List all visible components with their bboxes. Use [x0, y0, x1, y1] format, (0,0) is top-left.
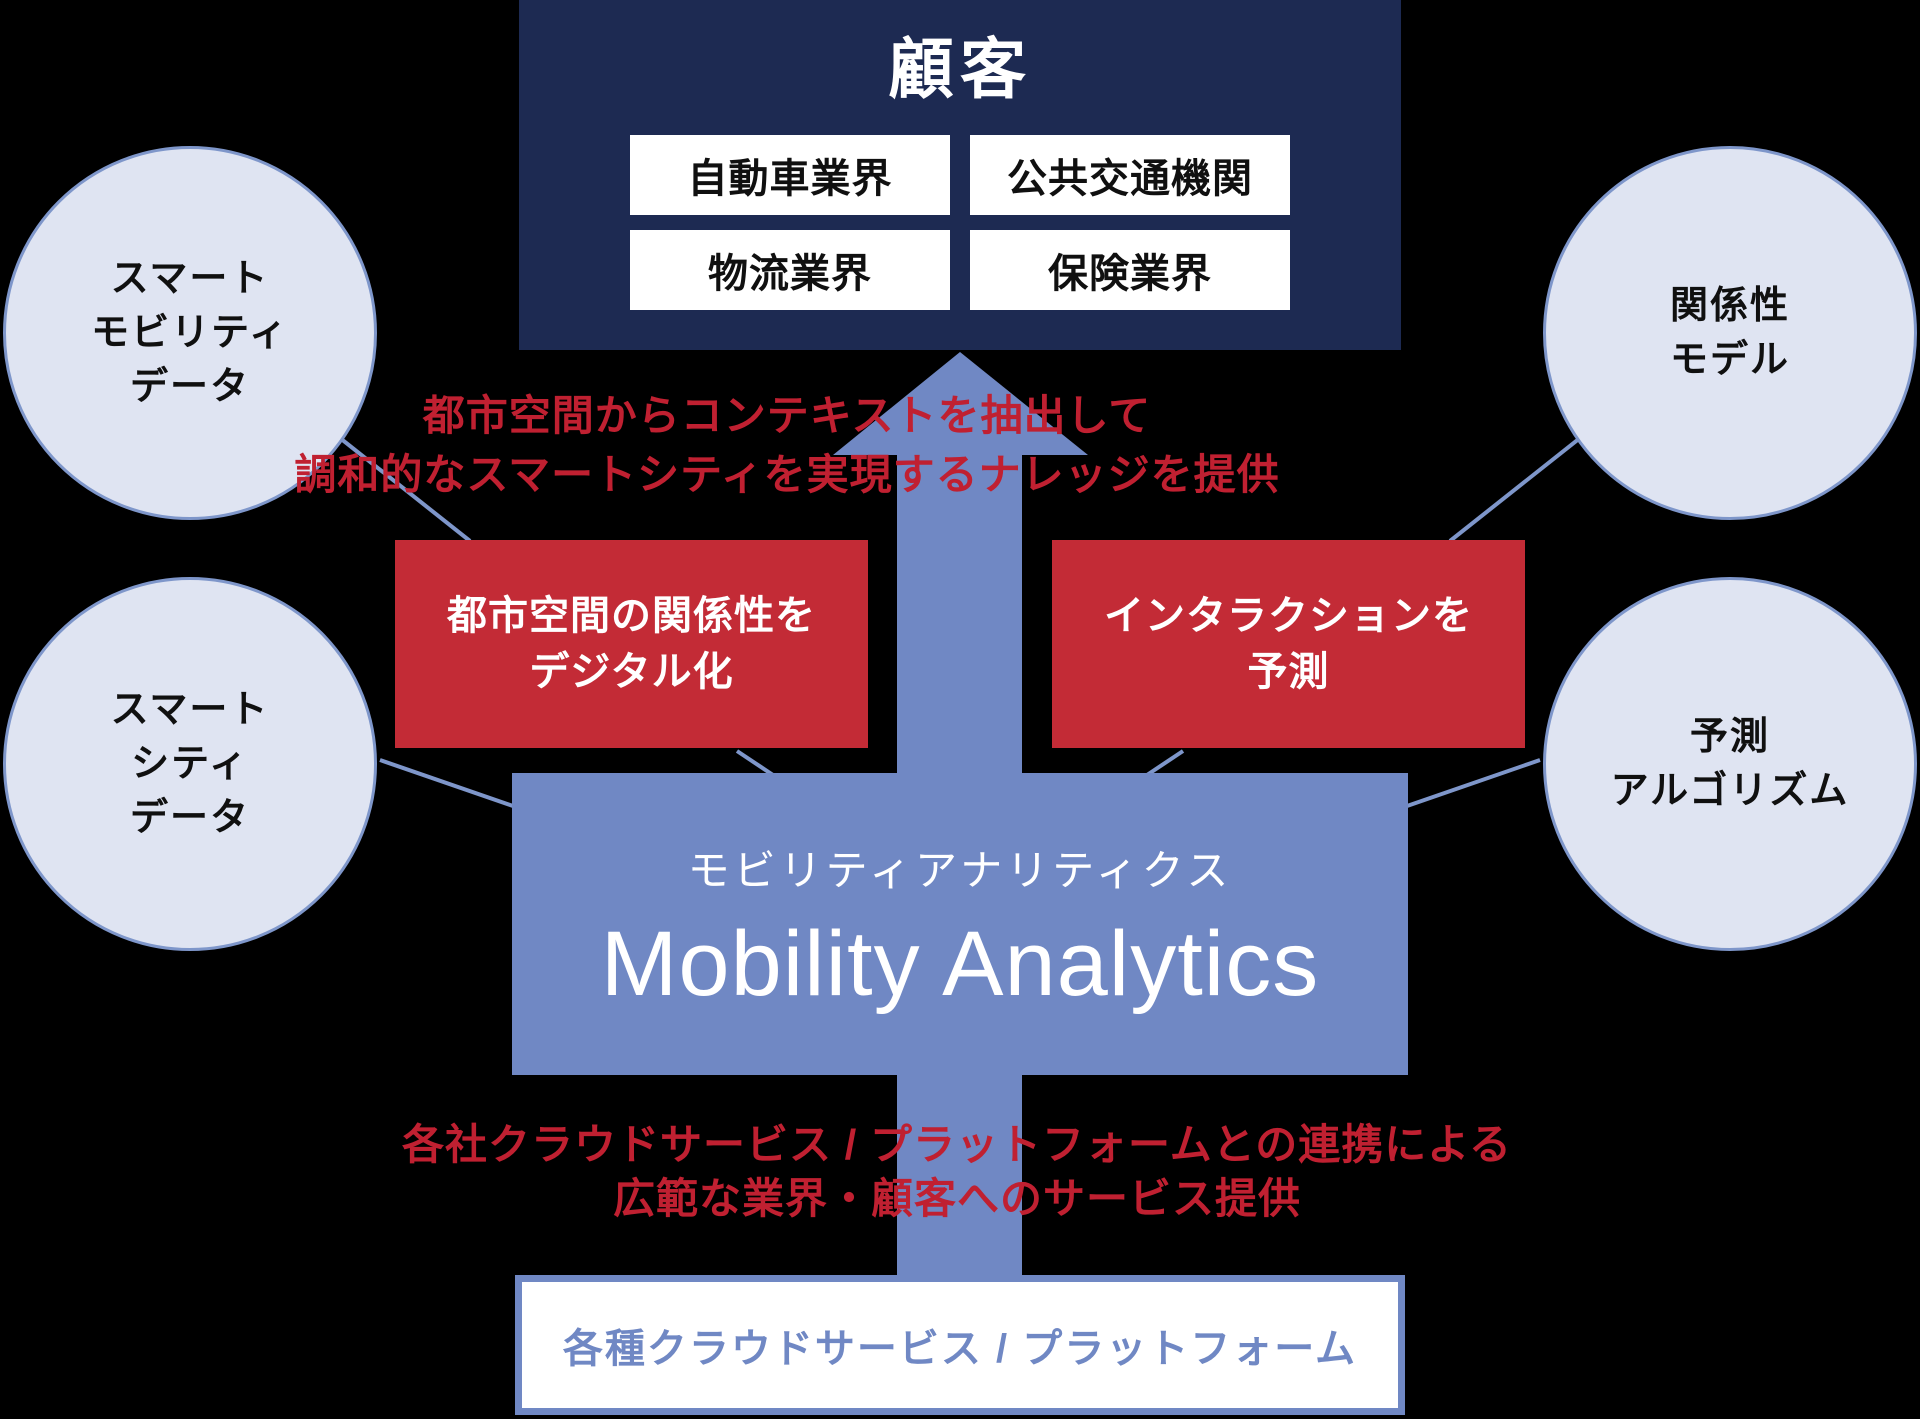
- process-box-predict-interactions: インタラクションを 予測: [1052, 540, 1525, 748]
- process-label-line: 都市空間の関係性を: [447, 594, 816, 638]
- industry-box-logistics: 物流業界: [630, 230, 950, 310]
- connector-line: [1406, 758, 1541, 808]
- circle-smart-mobility-data: スマート モビリティ データ: [3, 146, 377, 520]
- industry-box-insurance: 保険業界: [970, 230, 1290, 310]
- circle-label-line: データ: [129, 797, 250, 839]
- industry-label: 物流業界: [708, 252, 872, 296]
- process-label-line: インタラクションを: [1104, 594, 1473, 638]
- bottom-value-message-line: 広範な業界・顧客へのサービス提供: [612, 1175, 1302, 1222]
- bottom-value-message: 各社クラウドサービス / プラットフォームとの連携による 広範な業界・顧客へのサ…: [402, 1118, 1512, 1226]
- circle-label-line: シティ: [131, 743, 249, 785]
- customer-title: 顧客: [888, 32, 1032, 106]
- process-label-line: デジタル化: [529, 650, 734, 694]
- top-value-message: 都市空間からコンテキストを抽出して 調和的なスマートシティを実現するナレッジを提…: [294, 386, 1279, 504]
- bottom-arrow-shaft: [897, 1073, 1022, 1283]
- circle-smart-city-data: スマート シティ データ: [3, 577, 377, 951]
- upward-arrow: [833, 352, 1088, 778]
- circle-label-line: モビリティ: [91, 312, 289, 354]
- circle-label-line: モデル: [1669, 339, 1790, 381]
- platform-label: 各種クラウドサービス / プラットフォーム: [562, 1327, 1358, 1371]
- circle-label-line: スマート: [110, 258, 270, 300]
- top-value-message-line: 都市空間からコンテキストを抽出して: [422, 392, 1152, 439]
- circle-label-line: 予測: [1689, 716, 1770, 758]
- connector-line: [1145, 749, 1185, 777]
- industry-box-automotive: 自動車業界: [630, 135, 950, 215]
- platform-box: 各種クラウドサービス / プラットフォーム: [515, 1275, 1405, 1415]
- process-label-line: 予測: [1247, 650, 1330, 694]
- circle-label-line: スマート: [110, 689, 270, 731]
- circle-prediction-algorithm: 予測 アルゴリズム: [1543, 577, 1917, 951]
- circle-label-line: データ: [129, 366, 250, 408]
- circle-label-line: アルゴリズム: [1610, 770, 1850, 812]
- process-box-digitize-urban-relationships: 都市空間の関係性を デジタル化: [395, 540, 868, 748]
- core-mobility-analytics-box: モビリティアナリティクス Mobility Analytics: [512, 773, 1408, 1075]
- circle-label-line: 関係性: [1669, 285, 1790, 327]
- core-title: Mobility Analytics: [600, 912, 1320, 1015]
- industry-label: 公共交通機関: [1007, 157, 1253, 201]
- industry-label: 保険業界: [1048, 252, 1212, 296]
- connector-line: [735, 749, 775, 777]
- circle-relationship-model: 関係性 モデル: [1543, 146, 1917, 520]
- bottom-value-message-line: 各社クラウドサービス / プラットフォームとの連携による: [401, 1121, 1513, 1168]
- connector-line: [379, 758, 514, 808]
- industry-box-public-transport: 公共交通機関: [970, 135, 1290, 215]
- industry-label: 自動車業界: [687, 157, 893, 201]
- core-subtitle: モビリティアナリティクス: [687, 846, 1233, 894]
- top-value-message-line: 調和的なスマートシティを実現するナレッジを提供: [294, 451, 1280, 498]
